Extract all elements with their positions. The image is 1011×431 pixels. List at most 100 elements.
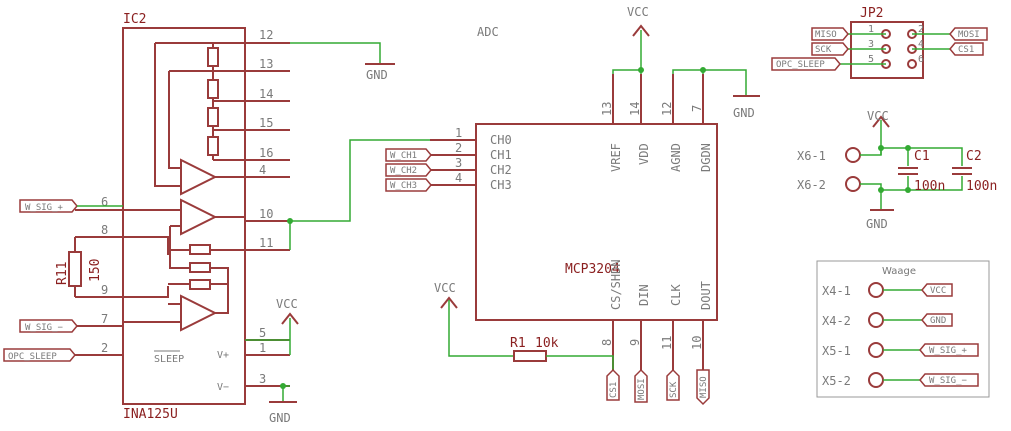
gnd-symbol-adc: GND [672,67,760,120]
adc-ch3-label: CH3 [490,178,512,192]
adc-clk-label: CLK [669,284,683,306]
adc-ch0-label: CH0 [490,133,512,147]
netlabel-opc-sleep-jp2: OPC_SLEEP [771,57,841,71]
svg-text:MOSI: MOSI [637,378,647,400]
r11-value: 150 [88,259,103,282]
svg-text:1: 1 [868,24,874,35]
x6-1-terminal-icon [845,147,861,163]
svg-text:W_SIG_+: W_SIG_+ [25,203,64,213]
x6-2-label: X6-2 [797,178,826,192]
svg-text:VCC: VCC [434,281,456,295]
netlabel-w-ch2: W_CH2 [385,163,432,177]
svg-text:OPC_SLEEP: OPC_SLEEP [8,352,57,362]
adc-pin1: 1 [455,126,462,140]
adc-agnd-label: AGND [669,143,683,172]
adc-ch1-label: CH1 [490,148,512,162]
ic2-pin11: 11 [259,236,273,250]
r11-resistor: R11 150 [55,237,103,297]
adc-ch2-label: CH2 [490,163,512,177]
netlabel-mosi-jp2: MOSI [949,27,988,41]
r1-ref: R1 [510,336,526,351]
ic2-vplus-label: V+ [217,350,229,361]
ic2-sleep-label: SLEEP [154,354,184,365]
ic2-pin2: 2 [101,341,108,355]
svg-text:GND: GND [733,106,755,120]
svg-text:6: 6 [918,54,924,65]
svg-text:W_CH1: W_CH1 [390,151,417,161]
jp2-header: JP2 1 2 3 4 5 6 [840,6,950,79]
netlabel-mosi-adc: MOSI [634,368,648,403]
svg-text:VCC: VCC [867,109,889,123]
x6-2-terminal-icon [845,176,861,192]
adc-vref-label: VREF [609,143,623,172]
netlabel-cs1-adc: CS1 [606,368,620,401]
adc-din-label: DIN [637,284,651,306]
svg-text:GND: GND [366,68,388,82]
netlabel-w-ch3: W_CH3 [385,178,432,192]
netlabel-miso-adc: MISO [696,369,710,406]
gnd-symbol-ic2-bottom: GND [269,383,297,425]
svg-text:W_SIG_+: W_SIG_+ [929,346,968,356]
netlabel-w-ch1: W_CH1 [385,148,432,162]
adc-pin8: 8 [600,339,614,346]
svg-text:SCK: SCK [669,381,679,398]
svg-text:VCC: VCC [276,297,298,311]
adc-pin4: 4 [455,171,462,185]
ic2-outamp [180,198,218,236]
ic2-part: INA125U [123,407,178,422]
ic2-vminus-label: V− [217,382,229,393]
adc-title: ADC [477,25,499,39]
netlabel-w-sig-minus: W_SIG_− [19,319,78,333]
x6-1-label: X6-1 [797,149,826,163]
netlabel-sck-jp2: SCK [811,42,849,56]
r1-value: 10k [535,336,559,351]
svg-text:W_CH3: W_CH3 [390,181,417,191]
adc-pin9: 9 [628,339,642,346]
adc-mcp3204: ADC MCP3204 CH0 CH1 CH2 CH3 1 2 3 4 13 1… [430,25,718,370]
vcc-symbol-ic2: VCC [245,297,299,355]
r11-ref: R11 [55,262,70,285]
x4-1-label: X4-1 [822,284,851,298]
svg-text:3: 3 [868,39,874,50]
adc-pin2: 2 [455,141,462,155]
c1-ref: C1 [914,149,930,164]
svg-text:4: 4 [918,39,924,50]
wire-out-to-ch0 [287,139,470,250]
svg-text:CS1: CS1 [958,45,974,55]
ic2-pin14: 14 [259,87,273,101]
adc-pin3: 3 [455,156,462,170]
adc-part: MCP3204 [565,262,620,277]
ic2-pin8: 8 [101,223,108,237]
svg-text:VCC: VCC [627,5,649,19]
adc-pin12: 12 [660,102,674,116]
ic2-pin13: 13 [259,57,273,71]
ic2-pin7: 7 [101,312,108,326]
ic2-pin12: 12 [259,28,273,42]
adc-pin11: 11 [660,336,674,350]
netlabel-miso-jp2: MISO [811,27,849,41]
adc-dgnd-label: DGDN [699,143,713,172]
ic2-refamp [180,158,218,196]
svg-text:SCK: SCK [815,45,832,55]
svg-text:2: 2 [918,24,924,35]
c2-ref: C2 [966,149,982,164]
svg-text:5: 5 [868,54,874,65]
decoupling-caps: VCC X6-1 X6-2 GND C1 C2 100n 100n [797,109,997,231]
ic2-pin10: 10 [259,207,273,221]
ic2-pin16: 16 [259,146,273,160]
netlabel-w-sig-plus: W_SIG_+ [19,199,123,213]
ic2-pin6: 6 [101,195,108,209]
netlabel-opc-sleep: OPC_SLEEP [3,348,76,362]
svg-text:GND: GND [866,217,888,231]
adc-vdd-label: VDD [637,143,651,165]
ic2-pin4: 4 [259,163,266,177]
ic2-ina125u: IC2 INA125U [75,12,290,422]
adc-body [475,123,718,321]
svg-text:W_CH2: W_CH2 [390,166,417,176]
svg-text:MISO: MISO [815,30,837,40]
svg-text:W_SIG_−: W_SIG_− [929,376,968,386]
ic2-inamp [180,294,218,332]
adc-pin14: 14 [628,102,642,116]
adc-dout-label: DOUT [699,281,713,310]
ic2-pin1: 1 [259,341,266,355]
